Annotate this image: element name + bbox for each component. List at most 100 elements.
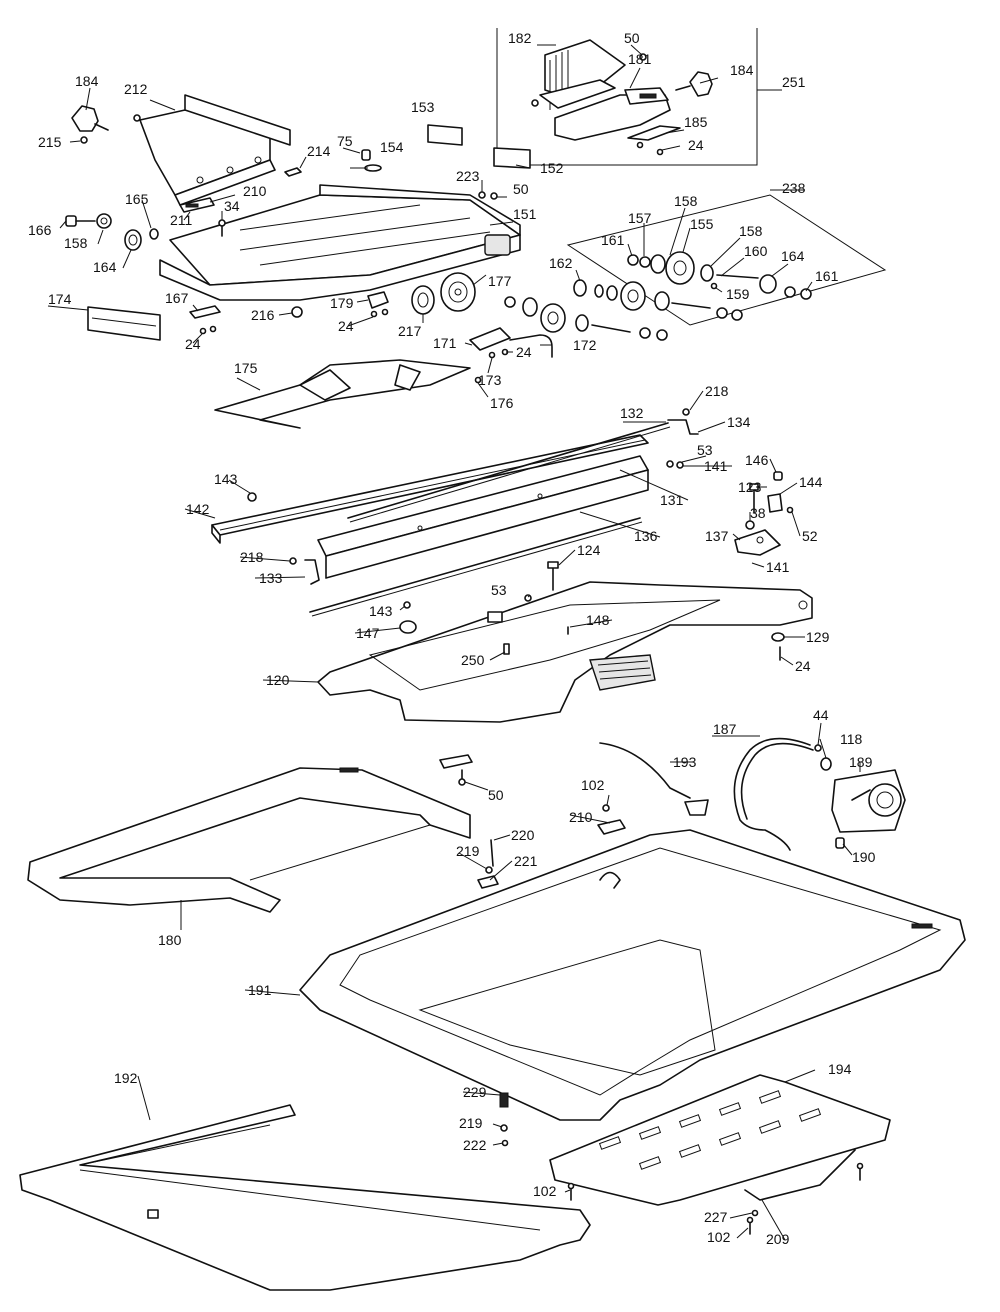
part-miter-guide-182 (539, 39, 626, 110)
callout-143: 143 (369, 603, 393, 619)
callout-131: 131 (660, 492, 684, 508)
callout-161: 161 (815, 268, 839, 284)
callout-222: 222 (463, 1137, 487, 1153)
callout-165: 165 (125, 191, 149, 207)
callout-133: 133 (259, 570, 283, 586)
part-float-193 (599, 742, 709, 816)
callout-143: 143 (214, 471, 238, 487)
callout-250: 250 (461, 652, 485, 668)
callout-212: 212 (124, 81, 148, 97)
part-screw-143 (247, 492, 257, 502)
callout-155: 155 (690, 216, 714, 232)
callout-102: 102 (581, 777, 605, 793)
small-parts-upper-left (80, 114, 531, 200)
callout-162: 162 (549, 255, 573, 271)
callout-141: 141 (704, 458, 728, 474)
callout-161: 161 (601, 232, 625, 248)
part-base-frame-120 (317, 581, 813, 723)
callout-24: 24 (688, 137, 704, 153)
part-bracket-171 (469, 327, 553, 359)
callout-164: 164 (781, 248, 805, 264)
callout-227: 227 (704, 1209, 728, 1225)
roller-assembly-162 (504, 279, 743, 341)
callout-218: 218 (240, 549, 264, 565)
callout-137: 137 (705, 528, 729, 544)
part-shaft-136 (309, 517, 643, 617)
part-roller-177 (440, 272, 476, 312)
callout-192: 192 (114, 1070, 138, 1086)
part-carriage-175 (214, 359, 482, 429)
callout-labels: 182 50 181 184 251 185 24 184 212 215 15… (28, 30, 876, 1247)
part-plate-185 (627, 125, 681, 141)
small-parts-middle (439, 754, 626, 889)
callout-179: 179 (330, 295, 354, 311)
callout-132: 132 (620, 405, 644, 421)
callout-209: 209 (766, 1231, 790, 1247)
callout-251: 251 (782, 74, 806, 90)
callout-158: 158 (674, 193, 698, 209)
callout-159: 159 (726, 286, 750, 302)
part-blade-guard-174 (87, 306, 161, 341)
part-wheel-164-left (124, 229, 142, 251)
callout-44: 44 (813, 707, 829, 723)
callout-175: 175 (234, 360, 258, 376)
callout-50: 50 (513, 181, 529, 197)
callout-217: 217 (398, 323, 422, 339)
callout-210: 210 (243, 183, 267, 199)
callout-166: 166 (28, 222, 52, 238)
small-parts-table (199, 291, 389, 335)
callout-218: 218 (705, 383, 729, 399)
callout-147: 147 (356, 625, 380, 641)
callout-180: 180 (158, 932, 182, 948)
kit-box-238 (566, 194, 887, 326)
part-knob-184-inset (675, 71, 713, 97)
callout-194: 194 (828, 1061, 852, 1077)
part-miter-base-181 (554, 87, 671, 141)
callout-129: 129 (806, 629, 830, 645)
callout-146: 146 (745, 452, 769, 468)
part-table-151 (159, 184, 521, 301)
part-water-tray-191 (299, 829, 966, 1121)
callout-120: 120 (266, 672, 290, 688)
callout-123: 123 (738, 479, 762, 495)
part-bracket-210 (179, 197, 215, 213)
callout-24: 24 (338, 318, 354, 334)
callout-211: 211 (170, 212, 193, 228)
callout-142: 142 (186, 501, 210, 517)
callout-185: 185 (684, 114, 708, 130)
part-roller-217 (411, 285, 435, 315)
callout-24: 24 (516, 344, 532, 360)
callout-153: 153 (411, 99, 435, 115)
callout-152: 152 (540, 160, 564, 176)
inset-box-251 (496, 28, 782, 166)
part-bearing-158-left (96, 213, 112, 229)
part-rail-132 (347, 422, 671, 523)
callout-174: 174 (48, 291, 72, 307)
callout-160: 160 (744, 243, 768, 259)
part-wire-209 (744, 1149, 856, 1201)
callout-221: 221 (514, 853, 538, 869)
callout-148: 148 (586, 612, 610, 628)
roller-kit-238-parts (627, 251, 812, 300)
callout-24: 24 (185, 336, 201, 352)
part-pump-189 (831, 769, 906, 833)
callout-167: 167 (165, 290, 189, 306)
part-pivot-137 (734, 529, 781, 556)
part-grate-194 (549, 1074, 891, 1206)
part-screw-34 (218, 219, 226, 237)
part-rear-extension-192 (19, 1104, 591, 1291)
callout-229: 229 (463, 1084, 487, 1100)
callout-184: 184 (75, 73, 99, 89)
part-side-support-180 (27, 767, 471, 913)
callout-189: 189 (849, 754, 873, 770)
part-screws-inset (531, 53, 664, 156)
part-rail-131 (317, 455, 649, 579)
callout-52: 52 (802, 528, 818, 544)
callout-118: 118 (840, 731, 863, 747)
callout-171: 171 (433, 335, 457, 351)
callout-38: 38 (750, 505, 766, 521)
callout-220: 220 (511, 827, 535, 843)
callout-75: 75 (337, 133, 353, 149)
callout-182: 182 (508, 30, 532, 46)
part-bracket-133 (289, 557, 320, 585)
